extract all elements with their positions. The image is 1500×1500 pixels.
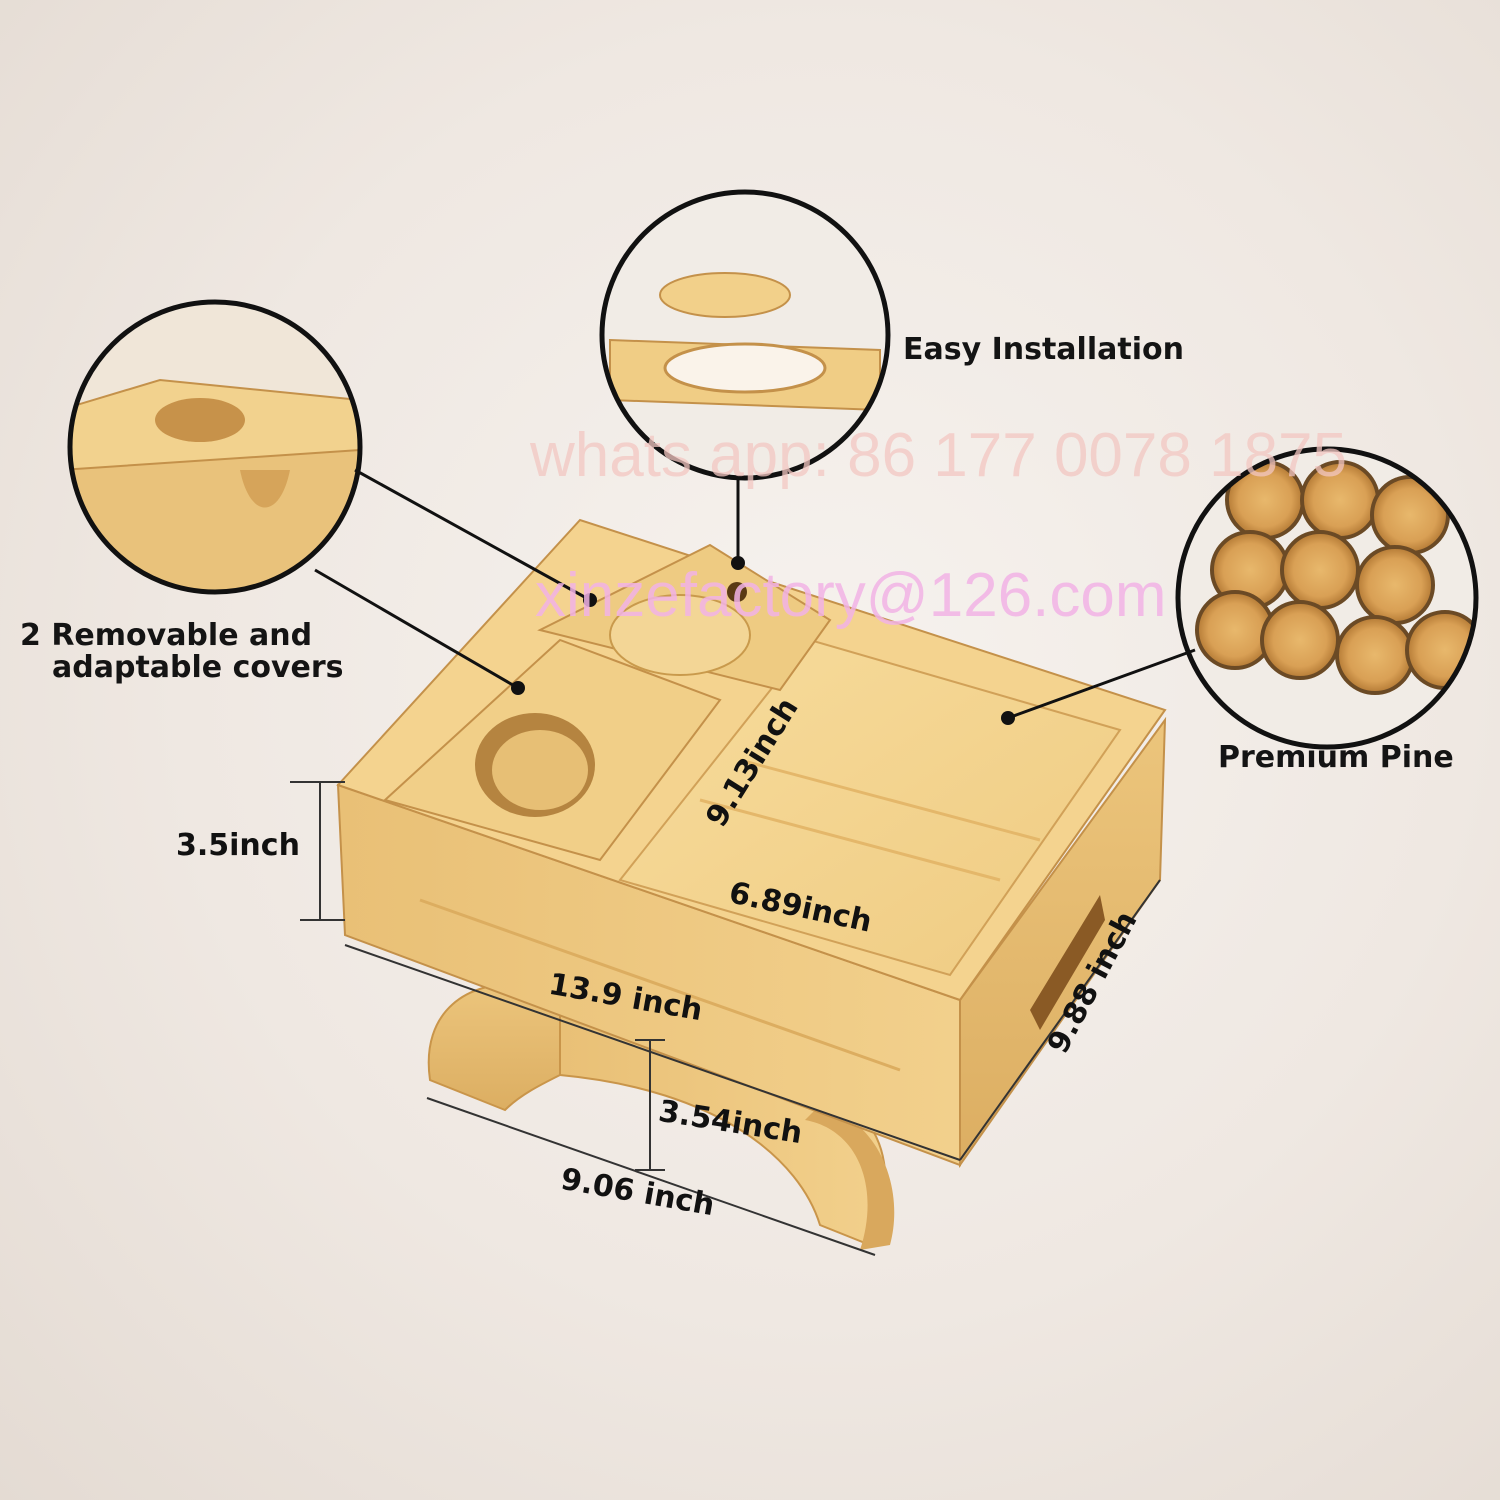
callout-pine <box>1175 446 1479 750</box>
main-box <box>336 518 1167 1169</box>
email-watermark: xinzefactory@126.com <box>535 561 1167 630</box>
removable-covers-label-line1: 2 Removable and <box>20 618 313 653</box>
whatsapp-watermark: whats app: 86 177 0078 1875 <box>530 421 1348 490</box>
dimension-lines <box>290 781 1161 1256</box>
removable-covers-label-line2: adaptable covers <box>52 650 344 685</box>
callout-installation <box>599 189 891 481</box>
clip-stand <box>427 983 895 1250</box>
dimension-height: 3.5inch <box>176 828 300 863</box>
callout-covers <box>67 299 363 595</box>
pointer-dots <box>511 556 1015 725</box>
easy-installation-label: Easy Installation <box>903 332 1184 367</box>
pointer-lines <box>314 468 1196 720</box>
premium-pine-label: Premium Pine <box>1218 740 1454 775</box>
